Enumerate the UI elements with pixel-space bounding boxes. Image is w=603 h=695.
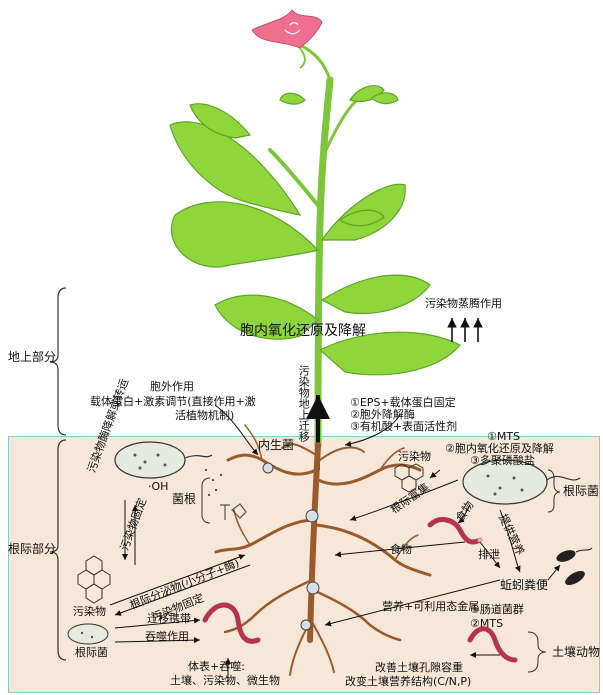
mycorrhiza-sketch <box>205 470 246 520</box>
label-improve1: 改善土壤孔隙容重 <box>375 661 463 674</box>
label-nutrient-metals: 营养+可利用态金属 <box>382 600 479 613</box>
label-rhizosphere: 根际部分 <box>8 542 56 556</box>
label-oh: ·OH <box>148 480 168 493</box>
volatilize-arrows <box>452 318 478 342</box>
leaf-top-left <box>280 93 305 104</box>
leaf-lower-right <box>322 275 430 313</box>
label-translocation: 污染物地上迁移 <box>297 365 310 442</box>
pollutant-molecule-left <box>78 556 110 603</box>
label-pollutant-top: 污染物 <box>398 450 431 463</box>
bacterium-left-bottom <box>68 624 108 644</box>
label-pollutant-left: 污染物 <box>73 605 106 618</box>
label-earthworm-feces: 蚯蚓粪便 <box>500 578 548 592</box>
label-extracellular-desc2: 活植物机制) <box>175 409 234 422</box>
label-surface: 体表+吞噬: <box>188 660 245 673</box>
label-migrate: 迁移携带 <box>147 612 191 625</box>
label-food2: 食物 <box>390 543 412 556</box>
label-rhizo-bacteria-left: 根际菌 <box>75 646 108 659</box>
flower <box>252 10 322 68</box>
bracket-soil-animals <box>528 632 546 672</box>
label-volatilize: 污染物蒸腾作用 <box>425 297 502 310</box>
label-extracellular-title: 胞外作用 <box>150 380 194 393</box>
label-mts3: ③多聚磷酸盐 <box>470 454 535 467</box>
label-gut-flora1: ①肠道菌群 <box>470 603 524 616</box>
label-mycorrhiza: 菌根 <box>172 492 196 506</box>
label-surface2: 土壤、污染物、微生物 <box>170 674 280 687</box>
label-aboveground: 地上部分 <box>8 350 56 364</box>
bracket-mycorrhiza <box>202 478 210 523</box>
earthworms <box>205 520 515 660</box>
label-soil-animals: 土壤动物 <box>552 645 600 659</box>
label-endophyte: 内生菌 <box>258 438 294 452</box>
label-gut-flora2: ②MTS <box>470 617 503 630</box>
label-swallow: 吞噬作用 <box>145 630 189 643</box>
label-improve2: 改变土壤营养结构(C/N,P) <box>345 675 471 688</box>
label-intracellular: 胞内氧化还原及降解 <box>240 323 366 340</box>
bacterium-left-top <box>115 442 212 478</box>
label-excrete: 排泄 <box>478 548 500 561</box>
label-eps3: ③有机酸+表面活性剂 <box>350 420 457 433</box>
label-rhizo-bacteria-right: 根际菌 <box>563 484 599 498</box>
bacteria-small-right <box>555 548 592 588</box>
